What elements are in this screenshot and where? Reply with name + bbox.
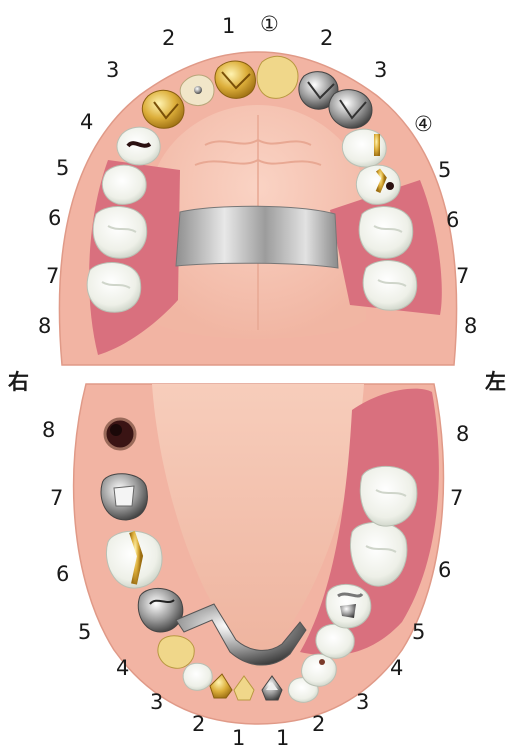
lower-left-number-7: 7 xyxy=(450,488,463,509)
upper-left-number-2: 2 xyxy=(320,28,333,49)
upper-right-number-8: 8 xyxy=(38,316,51,337)
lower-left-number-1: 1 xyxy=(276,728,289,749)
tooth-upper-right-6 xyxy=(93,207,146,259)
upper-left-number-6: 6 xyxy=(446,210,459,231)
lower-right-number-3: 3 xyxy=(150,692,163,713)
tooth-lower-left-7 xyxy=(360,466,417,526)
lower-left-number-6: 6 xyxy=(438,560,451,581)
upper-left-number-4: ④ xyxy=(414,114,433,135)
lower-right-number-1: 1 xyxy=(232,728,245,749)
tooth-lower-left-5 xyxy=(326,584,371,628)
upper-left-number-5: 5 xyxy=(438,160,451,181)
upper-right-number-5: 5 xyxy=(56,158,69,179)
upper-left-number-7: 7 xyxy=(456,266,469,287)
lower-left-number-3: 3 xyxy=(356,692,369,713)
upper-left-number-3: 3 xyxy=(374,60,387,81)
tooth-lower-left-4 xyxy=(316,624,354,658)
upper-right-number-2: 2 xyxy=(162,28,175,49)
tooth-upper-right-4 xyxy=(117,127,160,165)
tooth-upper-left-7 xyxy=(363,261,416,311)
lower-right-number-7: 7 xyxy=(50,488,63,509)
lower-right-number-4: 4 xyxy=(116,658,129,679)
upper-right-number-7: 7 xyxy=(46,266,59,287)
tooth-upper-right-3 xyxy=(142,90,184,128)
tooth-lower-right-4 xyxy=(158,636,194,669)
upper-denture-bar xyxy=(176,206,338,268)
lower-right-number-5: 5 xyxy=(78,622,91,643)
upper-right-number-3: 3 xyxy=(106,60,119,81)
lower-left-number-4: 4 xyxy=(390,658,403,679)
tooth-upper-left-6 xyxy=(359,207,412,259)
right-side-label: 右 xyxy=(8,372,29,393)
lower-left-number-5: 5 xyxy=(412,622,425,643)
tooth-lower-left-3 xyxy=(302,654,337,686)
tooth-upper-left-5 xyxy=(356,165,400,204)
tooth-upper-left-4 xyxy=(342,129,386,167)
upper-right-number-1: 1 xyxy=(222,16,235,37)
upper-arch xyxy=(59,52,456,365)
upper-right-number-6: 6 xyxy=(48,208,61,229)
tooth-upper-right-7 xyxy=(87,263,140,313)
tooth-upper-left-1 xyxy=(257,56,298,98)
upper-left-number-1: ① xyxy=(260,14,279,35)
lower-right-number-6: 6 xyxy=(56,564,69,585)
left-side-label: 左 xyxy=(485,372,506,393)
tooth-upper-right-5 xyxy=(102,165,146,204)
upper-left-number-8: 8 xyxy=(464,316,477,337)
tooth-lower-right-8 xyxy=(105,419,135,449)
lower-right-number-8: 8 xyxy=(42,420,55,441)
tooth-lower-right-3 xyxy=(183,663,212,690)
lower-left-number-2: 2 xyxy=(312,714,325,735)
lower-left-number-8: 8 xyxy=(456,424,469,445)
upper-right-number-4: 4 xyxy=(80,112,93,133)
tooth-lower-right-5 xyxy=(138,588,183,632)
lower-right-number-2: 2 xyxy=(192,714,205,735)
tooth-upper-right-1 xyxy=(215,61,255,98)
